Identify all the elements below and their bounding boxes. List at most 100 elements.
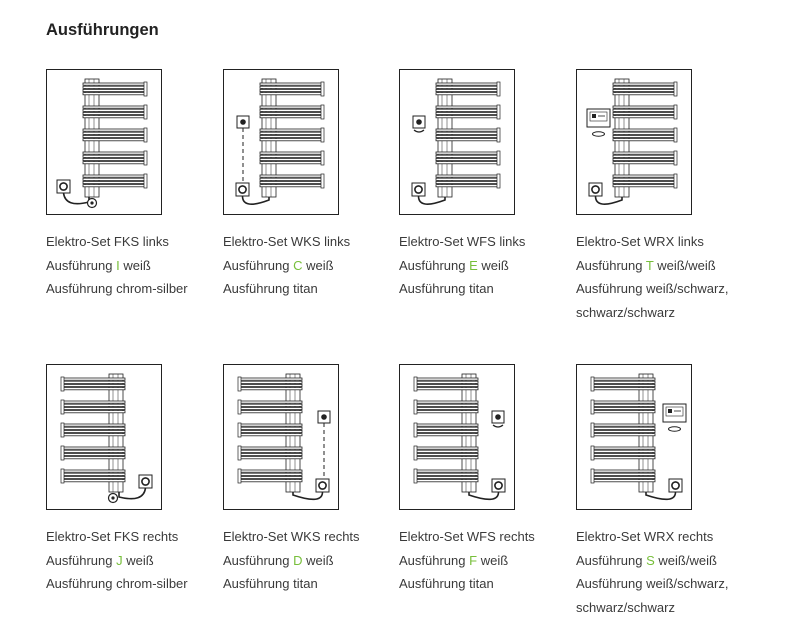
heating-bar	[62, 469, 126, 473]
heating-bar	[592, 456, 656, 460]
heating-bar	[592, 479, 656, 483]
socket-icon	[668, 478, 683, 493]
heating-bar	[62, 403, 126, 407]
heating-bar	[415, 423, 479, 427]
sensor-icon	[317, 410, 331, 424]
heating-bar	[62, 377, 126, 381]
heating-bar	[415, 387, 479, 391]
heating-bar	[239, 472, 303, 476]
heating-bar	[612, 177, 676, 181]
heating-bar	[435, 158, 499, 162]
wireless-icon	[413, 129, 425, 133]
heating-bar	[62, 426, 126, 430]
heating-bar	[612, 135, 676, 139]
heating-bar	[592, 446, 656, 450]
diagram-frame	[399, 364, 515, 510]
heating-bar	[592, 469, 656, 473]
variant-name: Elektro-Set WKS rechts	[223, 529, 360, 544]
sensor-icon	[491, 410, 505, 424]
variant-finish: weiß/weiß	[658, 552, 717, 568]
heating-bar	[435, 131, 499, 135]
heating-bar	[82, 135, 146, 139]
heating-bar	[612, 181, 676, 185]
heating-bar	[259, 151, 323, 155]
heating-bar	[435, 161, 499, 165]
heating-bar	[259, 177, 323, 181]
heating-bar	[592, 380, 656, 384]
heating-bar	[612, 82, 676, 86]
heating-bar	[592, 423, 656, 427]
diagram-frame	[46, 364, 162, 510]
radiator-wfs-left-icon	[411, 78, 501, 205]
heating-bar	[82, 128, 146, 132]
heating-bar	[435, 128, 499, 132]
heating-bar	[82, 108, 146, 112]
heating-bar	[259, 158, 323, 162]
variant-finish: weiß	[123, 257, 151, 273]
variant-extra-line: schwarz/schwarz	[576, 600, 675, 616]
diagram-frame	[576, 69, 692, 215]
socket-icon	[235, 182, 250, 197]
heating-bar	[435, 108, 499, 112]
heating-bar	[415, 453, 479, 457]
variant-prefix: Ausführung	[399, 552, 466, 568]
variant-code: F	[469, 552, 478, 568]
heating-bar	[62, 380, 126, 384]
heating-bar	[415, 472, 479, 476]
heating-bar	[259, 115, 323, 119]
variant-name: Elektro-Set WKS links	[223, 234, 351, 249]
heating-bar	[415, 479, 479, 483]
socket-icon	[138, 474, 153, 489]
heating-bar	[612, 184, 676, 188]
heating-bar	[435, 154, 499, 158]
variant-extra-line: Ausführung chrom-silber	[46, 576, 188, 592]
variant-name: Elektro-Set FKS rechts	[46, 529, 179, 544]
heating-bar	[435, 174, 499, 178]
heating-bar	[415, 456, 479, 460]
diagram-frame	[576, 364, 692, 510]
heating-bar	[612, 138, 676, 142]
variant-name: Elektro-Set WRX rechts	[576, 529, 714, 544]
heating-bar	[82, 181, 146, 185]
control-knob-icon	[86, 197, 98, 209]
radiator-wfs-right-icon	[413, 373, 506, 501]
variant-extra-line: Ausführung weiß/schwarz,	[576, 576, 729, 592]
diagram-frame	[223, 69, 339, 215]
heating-bar	[82, 82, 146, 86]
variant-prefix: Ausführung	[576, 552, 643, 568]
heating-bar	[259, 128, 323, 132]
control-knob-icon	[107, 492, 119, 504]
variant-finish: weiß	[480, 552, 509, 568]
cable	[118, 487, 147, 500]
radiator-fks-right-icon	[60, 373, 153, 504]
variant-code-line: Ausführung E weiß	[399, 254, 574, 278]
heating-bar	[82, 177, 146, 181]
heating-bar	[435, 181, 499, 185]
heating-bar	[435, 135, 499, 139]
heating-bar	[612, 161, 676, 165]
variant-code-line: Ausführung S weiß/weiß	[576, 549, 751, 573]
variant-code: D	[293, 552, 303, 568]
heating-bar	[592, 407, 656, 411]
heating-bar	[612, 174, 676, 178]
heating-bar	[415, 400, 479, 404]
heating-bar	[239, 377, 303, 381]
heating-bar	[62, 423, 126, 427]
heating-bar	[415, 469, 479, 473]
variant-name: Elektro-Set WRX links	[576, 234, 704, 249]
variant-prefix: Ausführung	[46, 257, 113, 273]
heating-bar	[415, 403, 479, 407]
heating-bar	[612, 92, 676, 96]
variant-code-line: Ausführung I weiß	[46, 254, 221, 278]
heating-bar	[239, 410, 303, 414]
heating-bar	[435, 184, 499, 188]
heating-bar	[612, 158, 676, 162]
radiator-fks-left-icon	[56, 78, 148, 209]
variant-code-line: Ausführung J weiß	[46, 549, 221, 573]
